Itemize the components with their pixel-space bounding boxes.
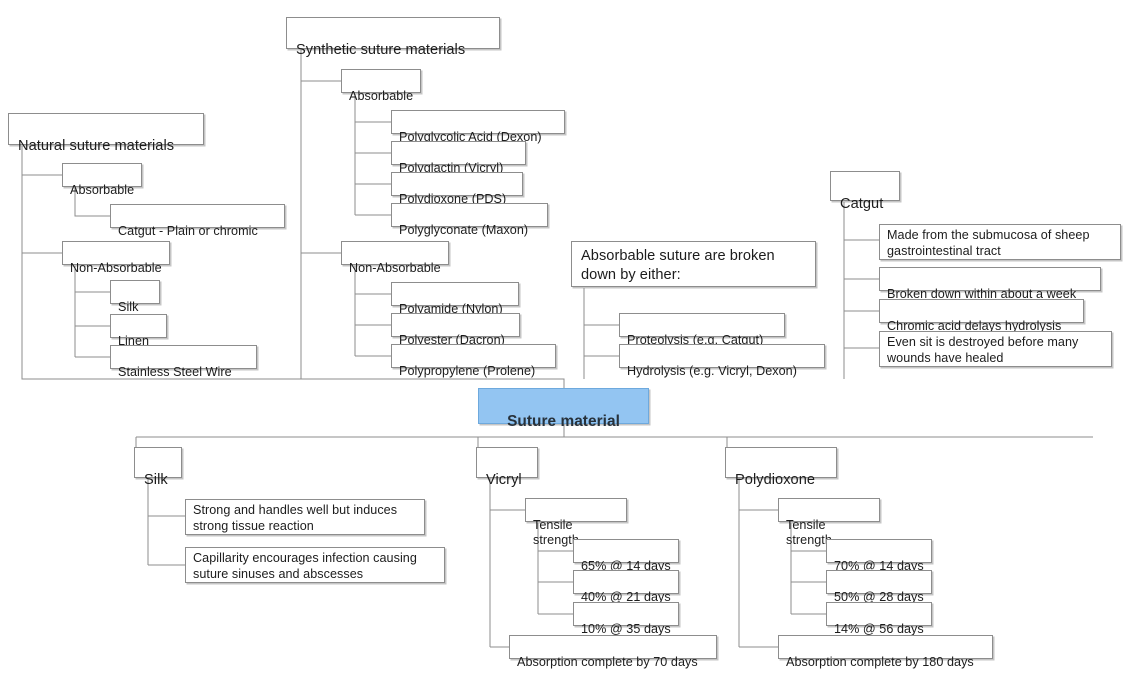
node-label: Broken down within about a week <box>887 286 1077 301</box>
node-label: Synthetic suture materials <box>296 42 466 58</box>
node-label: Vicryl <box>486 472 522 488</box>
node-center-suture-material[interactable]: Suture material <box>478 388 649 429</box>
node-label: Natural suture materials <box>18 138 175 154</box>
node-catgut-item-2[interactable]: Chromic acid delays hydrolysis <box>879 299 1084 333</box>
node-label: Absorbable <box>349 88 414 103</box>
node-label: Absorbable <box>70 182 135 197</box>
node-synthetic-non-absorbable-item-1[interactable]: Polyester (Dacron) <box>391 313 520 347</box>
node-label: Polyglyconate (Maxon) <box>399 222 529 237</box>
node-vicryl-tensile-item-2[interactable]: 10% @ 35 days <box>573 602 679 636</box>
node-label: 10% @ 35 days <box>581 621 671 636</box>
node-synthetic-absorbable-item-0[interactable]: Polyglycolic Acid (Dexon) <box>391 110 565 144</box>
node-natural-absorbable[interactable]: Absorbable <box>62 163 142 197</box>
node-natural-non-absorbable-item-0[interactable]: Silk <box>110 280 160 314</box>
node-catgut-item-1[interactable]: Broken down within about a week <box>879 267 1101 301</box>
node-silk[interactable]: Silk <box>134 447 182 488</box>
node-label: 40% @ 21 days <box>581 589 671 604</box>
node-label: Strong and handles well but induces stro… <box>193 503 398 533</box>
node-label: 50% @ 28 days <box>834 589 924 604</box>
node-vicryl-tensile-item-1[interactable]: 40% @ 21 days <box>573 570 679 604</box>
center-label: Suture material <box>507 412 620 430</box>
node-catgut-item-0[interactable]: Made from the submucosa of sheep gastroi… <box>879 224 1121 260</box>
node-label: Polypropylene (Prolene) <box>399 363 536 378</box>
node-polydioxone-absorption[interactable]: Absorption complete by 180 days <box>778 635 993 669</box>
node-label: Non-Absorbable <box>70 260 162 275</box>
node-vicryl[interactable]: Vicryl <box>476 447 538 488</box>
node-polydioxone[interactable]: Polydioxone <box>725 447 837 488</box>
node-label: 70% @ 14 days <box>834 558 924 573</box>
node-silk-item-1[interactable]: Capillarity encourages infection causing… <box>185 547 445 583</box>
node-label: Silk <box>144 472 168 488</box>
node-label: Absorption complete by 180 days <box>786 654 974 669</box>
node-label: Catgut <box>840 196 884 212</box>
node-natural-non-absorbable-item-1[interactable]: Linen <box>110 314 167 348</box>
node-label: Non-Absorbable <box>349 260 441 275</box>
node-synthetic-absorbable-item-3[interactable]: Polyglyconate (Maxon) <box>391 203 548 237</box>
node-label: Chromic acid delays hydrolysis <box>887 318 1062 333</box>
node-polydioxone-tensile-item-2[interactable]: 14% @ 56 days <box>826 602 932 636</box>
node-synthetic-non-absorbable[interactable]: Non-Absorbable <box>341 241 449 275</box>
node-polydioxone-tensile-item-0[interactable]: 70% @ 14 days <box>826 539 932 573</box>
node-synthetic-non-absorbable-item-2[interactable]: Polypropylene (Prolene) <box>391 344 556 378</box>
node-polydioxone-tensile-strength[interactable]: Tensile strength <box>778 498 880 547</box>
node-label: 14% @ 56 days <box>834 621 924 636</box>
node-synthetic-absorbable-item-1[interactable]: Polyglactin (Vicryl) <box>391 141 526 175</box>
node-label: Even sit is destroyed before many wounds… <box>887 335 1079 365</box>
node-catgut[interactable]: Catgut <box>830 171 900 212</box>
node-label: Silk <box>118 299 139 314</box>
node-vicryl-tensile-item-0[interactable]: 65% @ 14 days <box>573 539 679 573</box>
node-label: Absorption complete by 70 days <box>517 654 698 669</box>
node-natural-suture-materials[interactable]: Natural suture materials <box>8 113 204 154</box>
node-vicryl-tensile-strength[interactable]: Tensile strength <box>525 498 627 547</box>
node-label: Hydrolysis (e.g. Vicryl, Dexon) <box>627 363 797 378</box>
node-label: Polydioxone <box>735 472 816 488</box>
node-label: Polyglycolic Acid (Dexon) <box>399 129 542 144</box>
node-polydioxone-tensile-item-1[interactable]: 50% @ 28 days <box>826 570 932 604</box>
node-label: Stainless Steel Wire <box>118 364 232 379</box>
node-label: Capillarity encourages infection causing… <box>193 551 417 581</box>
node-catgut-item-3[interactable]: Even sit is destroyed before many wounds… <box>879 331 1112 367</box>
node-absorbable-breakdown[interactable]: Absorbable suture are broken down by eit… <box>571 241 816 287</box>
node-vicryl-absorption[interactable]: Absorption complete by 70 days <box>509 635 717 669</box>
node-natural-non-absorbable-item-2[interactable]: Stainless Steel Wire <box>110 345 257 379</box>
node-label: Made from the submucosa of sheep gastroi… <box>887 228 1090 258</box>
node-label: 65% @ 14 days <box>581 558 671 573</box>
node-label: Catgut - Plain or chromic <box>118 223 258 238</box>
node-label: Absorbable suture are broken down by eit… <box>581 248 775 283</box>
node-natural-absorbable-item-0[interactable]: Catgut - Plain or chromic <box>110 204 285 238</box>
node-silk-item-0[interactable]: Strong and handles well but induces stro… <box>185 499 425 535</box>
node-natural-non-absorbable[interactable]: Non-Absorbable <box>62 241 170 275</box>
node-label: Proteolysis (e.g. Catgut) <box>627 332 764 347</box>
node-synthetic-absorbable-item-2[interactable]: Polydioxone (PDS) <box>391 172 523 206</box>
node-breakdown-item-1[interactable]: Hydrolysis (e.g. Vicryl, Dexon) <box>619 344 825 378</box>
node-synthetic-non-absorbable-item-0[interactable]: Polyamide (Nylon) <box>391 282 519 316</box>
node-synthetic-absorbable[interactable]: Absorbable <box>341 69 421 103</box>
node-synthetic-suture-materials[interactable]: Synthetic suture materials <box>286 17 500 58</box>
node-breakdown-item-0[interactable]: Proteolysis (e.g. Catgut) <box>619 313 785 347</box>
